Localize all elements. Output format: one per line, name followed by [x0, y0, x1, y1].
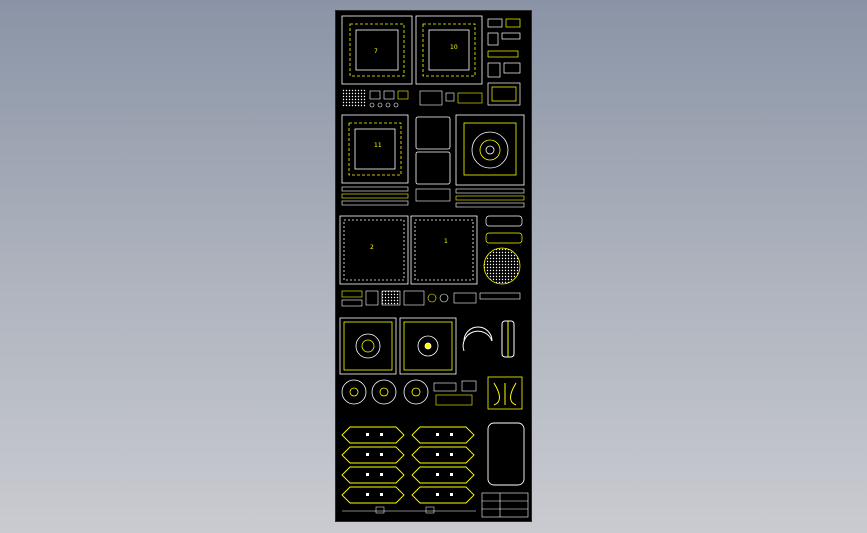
small-parts-row-3-right — [485, 215, 523, 244]
rounded-panel — [487, 422, 525, 486]
small-parts-row-5 — [433, 380, 477, 406]
panel-label-11: 11 — [374, 142, 382, 149]
panel-11 — [341, 114, 409, 184]
panel-mechanism-center — [399, 317, 457, 375]
gear-disc — [483, 247, 521, 285]
panel-label-7: 7 — [374, 48, 378, 55]
small-parts-row-3 — [341, 290, 521, 307]
panel-blank-pair — [415, 116, 451, 185]
small-parts-row-1 — [369, 90, 483, 108]
hexagon-holes — [366, 433, 453, 496]
panel-label-2: 2 — [370, 244, 374, 251]
panel-label-10: 10 — [450, 44, 458, 51]
panel-mechanism-left — [339, 317, 397, 375]
bottom-strip — [342, 506, 476, 514]
part-hook-shapes — [462, 320, 515, 358]
hatch-strip-1 — [342, 89, 366, 107]
panel-10 — [415, 15, 483, 85]
drawing-sheet[interactable]: 7 10 — [335, 10, 532, 522]
panel-1 — [410, 215, 478, 285]
panel-round-mechanism — [455, 114, 525, 186]
gear-circles — [341, 379, 429, 405]
small-parts-row-2 — [341, 186, 525, 208]
cad-drawing: 7 10 — [339, 15, 529, 518]
panel-7 — [341, 15, 413, 85]
small-parts-top-right — [487, 18, 521, 106]
panel-2 — [339, 215, 409, 285]
title-block — [481, 492, 529, 518]
butterfly-part — [487, 376, 523, 410]
hexagon-parts — [341, 426, 475, 504]
panel-label-1: 1 — [444, 238, 448, 245]
